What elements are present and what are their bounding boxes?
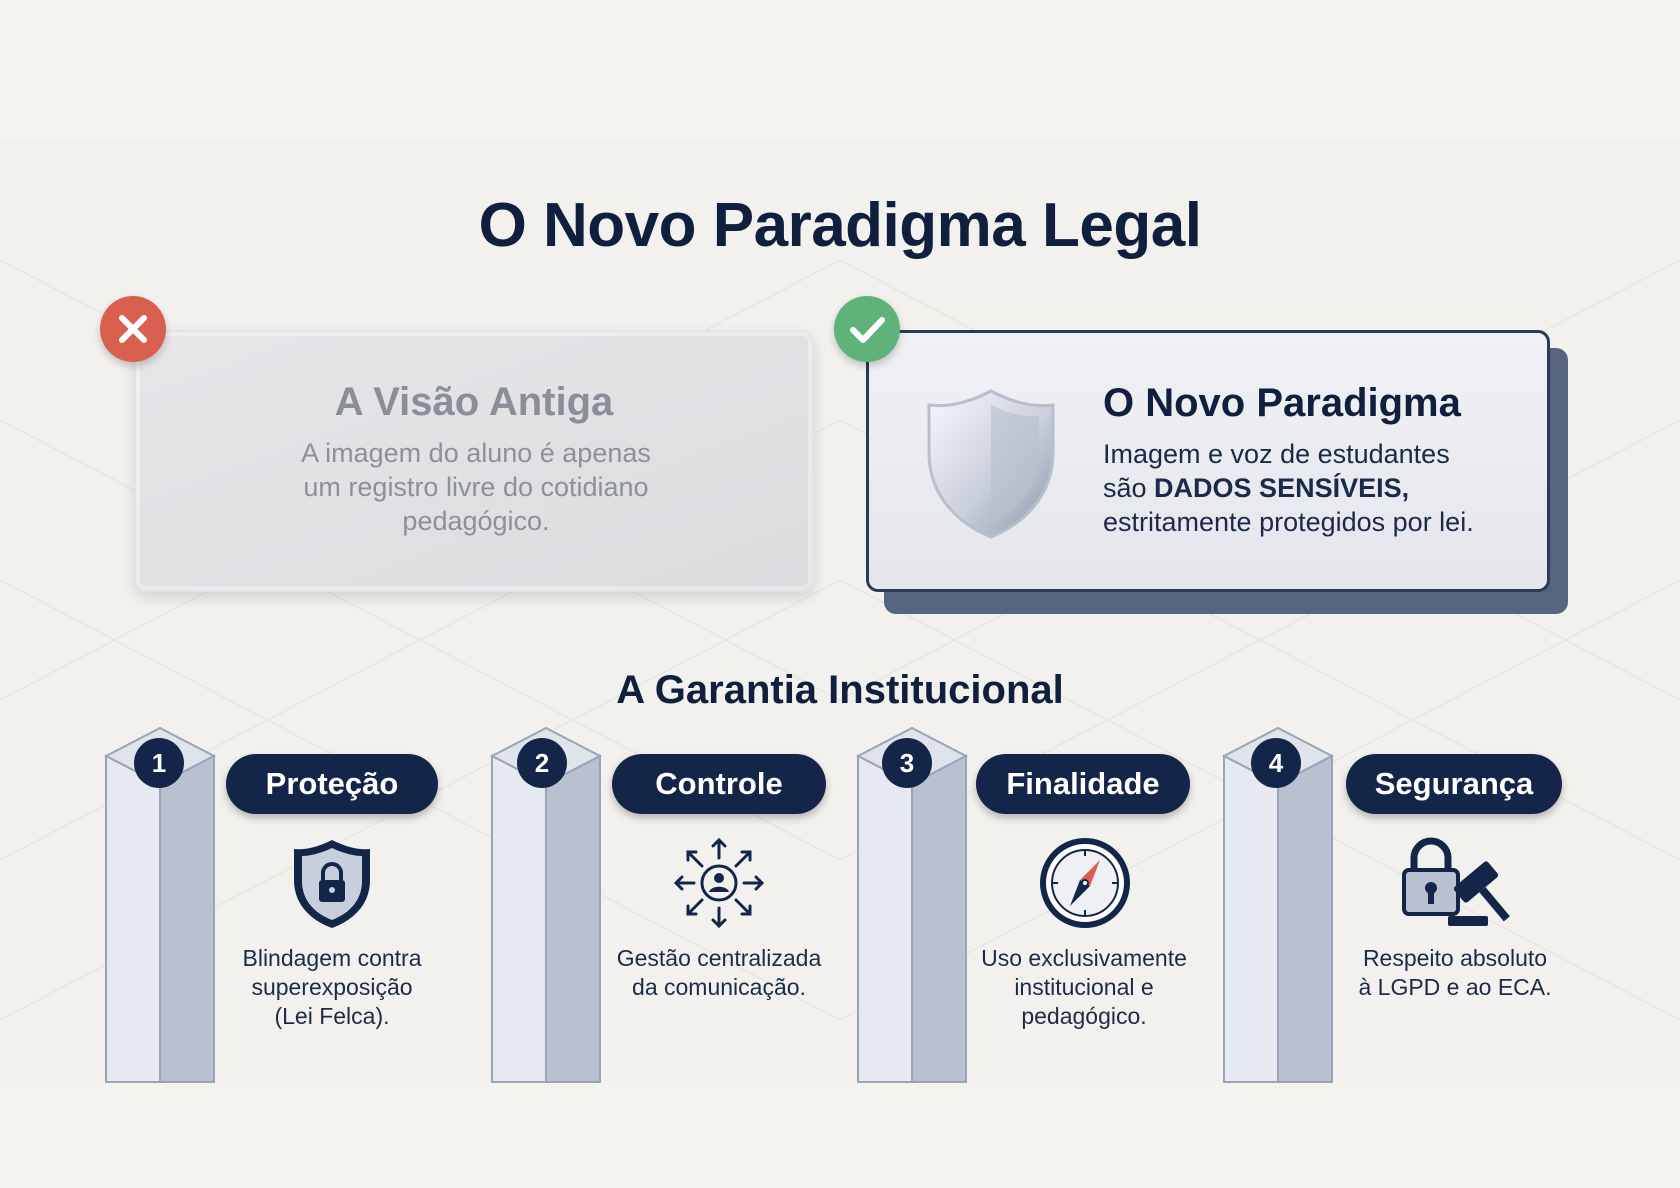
x-icon [100, 296, 166, 362]
new-view-text-line: estritamente protegidos por lei. [1103, 507, 1474, 537]
old-view-text-line: A imagem do aluno é apenas [301, 438, 651, 468]
pillar-description: Gestão centralizada da comunicação. [600, 944, 838, 1002]
shield-lock-icon [294, 840, 370, 928]
pillar-number-badge: 2 [517, 738, 567, 788]
pillar-label-pill: Controle [612, 754, 826, 814]
new-view-text: Imagem e voz de estudantes são DADOS SEN… [1103, 437, 1533, 539]
pillar-description-line: institucional e [1014, 974, 1154, 1000]
old-view-text-line: pedagógico. [402, 506, 550, 536]
new-view-text-prefix: são [1103, 473, 1155, 503]
pillar-description: Blindagem contra superexposição (Lei Fel… [216, 944, 448, 1031]
page-title: O Novo Paradigma Legal [478, 191, 1202, 260]
old-view-card: A Visão Antiga A imagem do aluno é apena… [134, 330, 814, 592]
pillar-label-pill: Proteção [226, 754, 438, 814]
pillar-description-line: da comunicação. [632, 974, 806, 1000]
old-view-title: A Visão Antiga [334, 380, 614, 424]
pillar-number-badge: 1 [134, 738, 184, 788]
bottom-band [0, 1082, 1680, 1188]
pillar-description-line: superexposição [251, 974, 413, 1000]
pillar-description-line: à LGPD e ao ECA. [1358, 974, 1552, 1000]
user-hub-icon [673, 837, 765, 929]
top-band [0, 0, 1680, 140]
pillar-description-line: Respeito absoluto [1362, 945, 1548, 971]
pillar-label-pill: Finalidade [976, 754, 1190, 814]
pillar-number-badge: 4 [1251, 738, 1301, 788]
pillar-label-pill: Segurança [1346, 754, 1562, 814]
pillar-description-line: pedagógico. [1021, 1003, 1147, 1029]
compass-icon [1040, 838, 1130, 928]
new-view-title: O Novo Paradigma [1103, 381, 1461, 425]
pillar-description: Uso exclusivamente institucional e pedag… [964, 944, 1204, 1031]
pillar-description: Respeito absoluto à LGPD e ao ECA. [1330, 944, 1580, 1002]
pillar-description-line: Gestão centralizada [616, 945, 822, 971]
old-view-text-line: um registro livre do cotidiano [303, 472, 649, 502]
new-view-text-line: Imagem e voz de estudantes [1103, 439, 1450, 469]
pillar-description-line: Uso exclusivamente [981, 945, 1187, 971]
pillar-number-badge: 3 [882, 738, 932, 788]
new-view-text-line: são DADOS SENSÍVEIS, [1103, 471, 1533, 505]
old-view-text: A imagem do aluno é apenas um registro l… [256, 436, 696, 538]
section-subtitle: A Garantia Institucional [616, 668, 1064, 712]
check-icon [834, 296, 900, 362]
shield-icon [927, 389, 1055, 539]
pillar-description-line: Blindagem contra [242, 945, 422, 971]
new-view-card: O Novo Paradigma Imagem e voz de estudan… [866, 330, 1550, 592]
lock-gavel-icon [1402, 837, 1510, 926]
pillar-description-line: (Lei Felca). [274, 1003, 390, 1029]
sensitive-data-emphasis: DADOS SENSÍVEIS, [1154, 473, 1410, 503]
